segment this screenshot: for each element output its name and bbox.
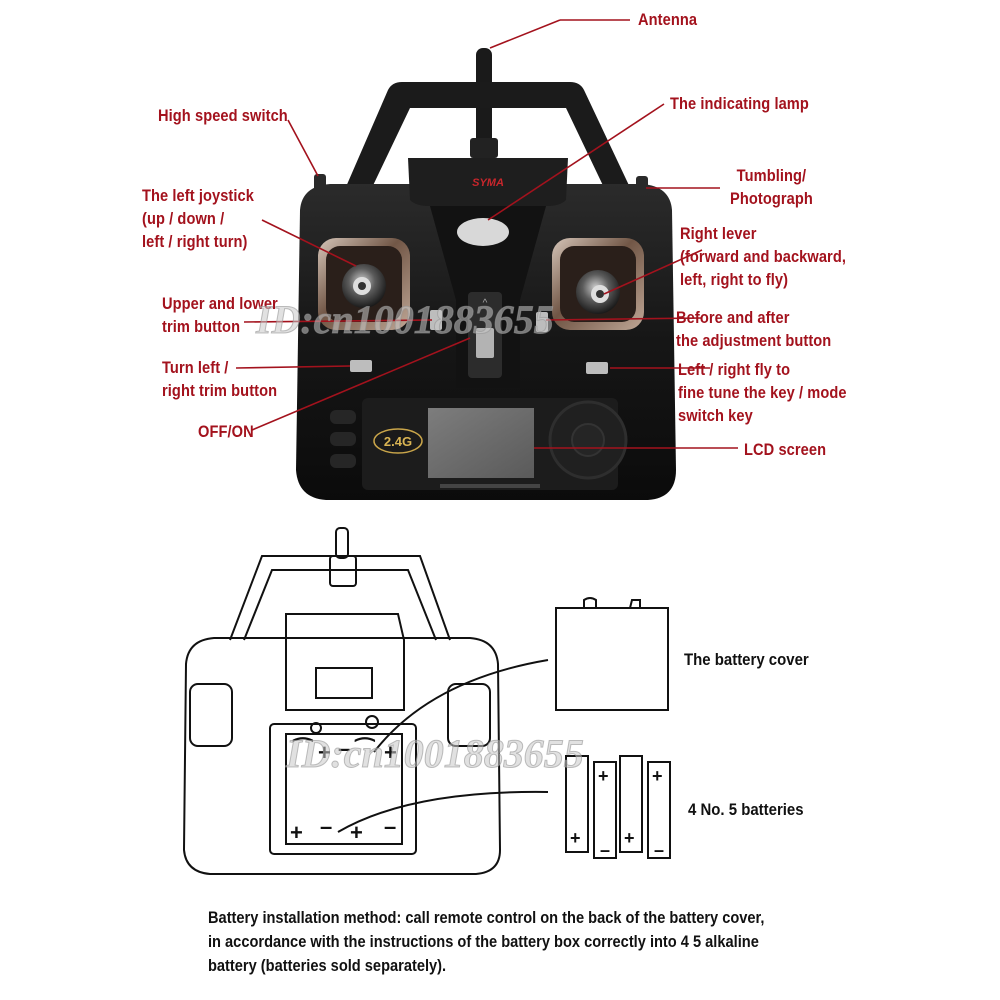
watermark-bottom: ID:cn1001883655 — [286, 731, 585, 777]
batteries-drawing — [565, 755, 671, 859]
label-lcd-screen: LCD screen — [744, 440, 827, 459]
svg-text:+: + — [624, 828, 635, 848]
label-antenna: Antenna — [638, 10, 698, 29]
label-tumbling-photograph: Tumbling/ Photograph — [730, 166, 813, 208]
label-turn-trim: Turn left / right trim button — [162, 358, 278, 400]
watermark-top: ID:cn1001883655 — [256, 297, 555, 343]
svg-text:–: – — [600, 840, 610, 860]
svg-text:–: – — [338, 736, 350, 761]
svg-text:–: – — [384, 814, 396, 839]
leader-lines — [235, 19, 738, 449]
label-upper-lower-trim: Upper and lower trim button — [162, 294, 278, 336]
svg-text:⁀: ⁀ — [354, 736, 376, 763]
label-high-speed-switch: High speed switch — [158, 106, 288, 125]
lcd-screen — [428, 408, 534, 478]
band-badge-text: 2.4G — [384, 434, 412, 449]
battery-cover-drawing — [555, 597, 669, 711]
label-right-lever: Right lever (forward and backward, left,… — [680, 224, 847, 289]
battery-box-polarity: ⁀ + – ⁀ + + – + – — [290, 736, 397, 845]
battery-installation-caption: Battery installation method: call remote… — [208, 908, 765, 975]
label-indicating-lamp: The indicating lamp — [670, 94, 809, 113]
label-left-right-fly: Left / right fly to fine tune the key / … — [678, 360, 847, 425]
upper-lower-trim-button — [430, 310, 442, 330]
before-after-trim-button — [536, 312, 548, 332]
svg-text:+: + — [570, 828, 581, 848]
svg-text:+: + — [350, 820, 363, 845]
label-left-joystick: The left joystick (up / down / left / ri… — [142, 186, 254, 251]
controller-back-drawing — [182, 527, 502, 875]
svg-text:–: – — [320, 814, 332, 839]
turn-trim-button — [350, 360, 372, 372]
brand-logo: SYMA — [472, 177, 504, 189]
label-battery-cover: The battery cover — [684, 650, 809, 669]
svg-text:⁀: ⁀ — [292, 736, 314, 763]
band-badge — [373, 428, 423, 454]
svg-text:+: + — [290, 820, 303, 845]
indicating-lamp — [457, 218, 509, 246]
svg-text:+: + — [384, 740, 397, 765]
power-switch: ^ — [468, 292, 502, 378]
left-joystick — [318, 238, 410, 330]
label-batteries: 4 No. 5 batteries — [688, 800, 804, 819]
right-joystick — [552, 238, 644, 330]
svg-text:+: + — [318, 740, 331, 765]
label-before-after-adjust: Before and after the adjustment button — [676, 308, 832, 350]
label-off-on: OFF/ON — [198, 422, 254, 441]
svg-text:+: + — [598, 766, 609, 786]
svg-text:^: ^ — [483, 298, 488, 309]
svg-text:+: + — [652, 766, 663, 786]
svg-text:–: – — [654, 840, 664, 860]
left-right-fly-trim-button — [586, 362, 608, 374]
